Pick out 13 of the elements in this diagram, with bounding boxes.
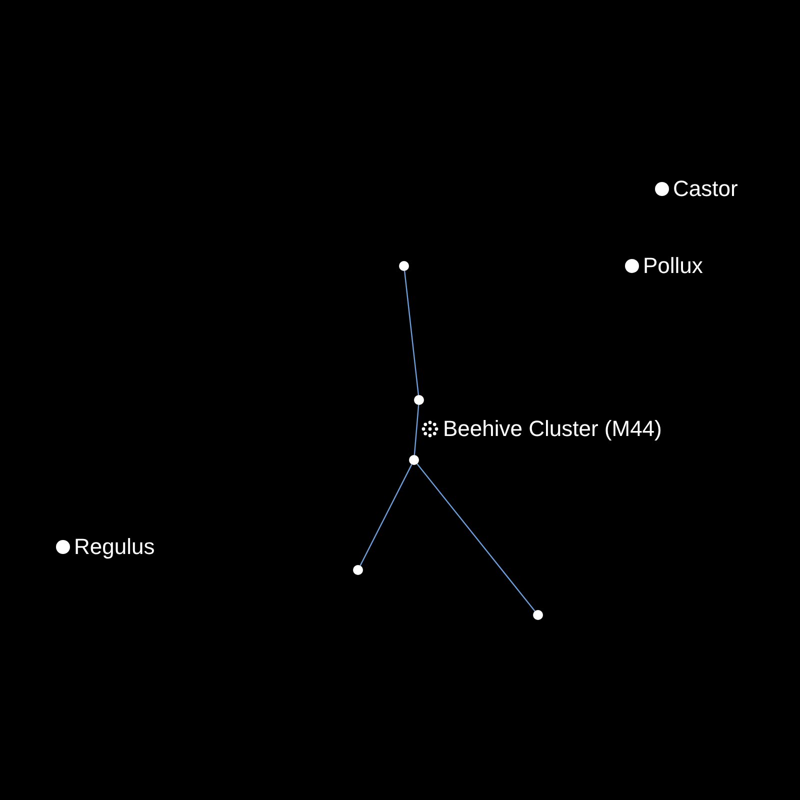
star-name: Castor — [673, 178, 738, 200]
constellation-line — [360, 464, 412, 566]
star-dot — [414, 395, 424, 405]
constellation-line — [414, 404, 420, 456]
constellation-line — [416, 464, 536, 612]
constellation-line — [404, 270, 420, 396]
star-name: Beehive Cluster (M44) — [443, 418, 662, 440]
star-dot — [409, 455, 419, 465]
star-dot — [353, 565, 363, 575]
star-dot — [533, 610, 543, 620]
star-dot — [399, 261, 409, 271]
star-name: Pollux — [643, 255, 703, 277]
star-name: Regulus — [74, 536, 155, 558]
